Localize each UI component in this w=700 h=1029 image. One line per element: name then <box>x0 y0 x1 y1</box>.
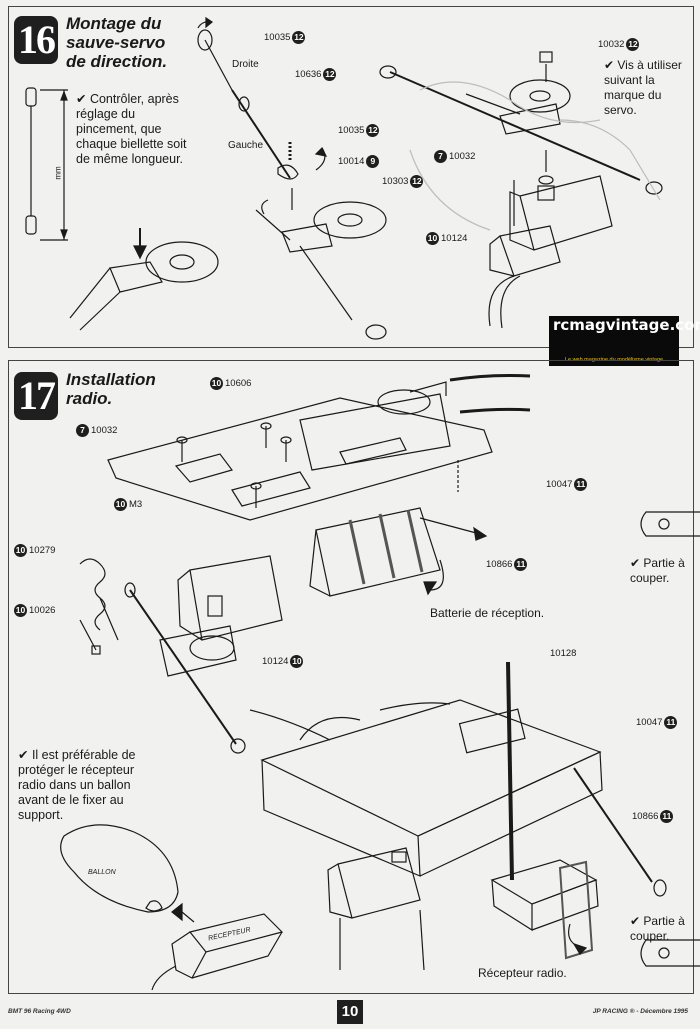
step-16-title: Montage du sauve-servo de direction. <box>66 14 168 71</box>
step-16-servo-note: ✔ Vis à utiliser suivant la marque du se… <box>604 58 682 117</box>
step-16-check-note: ✔ Contrôler, après réglage du pincement,… <box>76 92 187 166</box>
part-10128: 10128 <box>550 648 577 659</box>
label-droite: Droite <box>232 59 259 70</box>
page-number: 10 <box>337 1000 363 1024</box>
balloon-note: ✔ Il est préférable de protéger le récep… <box>18 748 136 822</box>
step-17-frame <box>8 360 694 994</box>
step-17-badge: 17 <box>14 372 58 420</box>
label-gauche: Gauche <box>228 140 264 151</box>
label-receiver: Récepteur radio. <box>478 966 567 980</box>
label-battery: Batterie de réception. <box>430 606 545 620</box>
footer-left: BMT 96 Racing 4WD <box>8 1008 71 1015</box>
footer-right: JP RACING ® - Décembre 1995 <box>592 1008 688 1015</box>
label-cut-2: ✔ Partie à couper. <box>630 914 685 943</box>
label-cut-1: ✔ Partie à couper. <box>630 556 685 585</box>
step-17-title: Installation radio. <box>66 370 156 408</box>
rcmagvintage-logo: rcmagvintage.com Le web magazine du modé… <box>549 316 700 366</box>
step-16-badge: 16 <box>14 16 58 64</box>
label-ballon: BALLON <box>88 869 116 876</box>
step-16-frame <box>8 6 694 348</box>
